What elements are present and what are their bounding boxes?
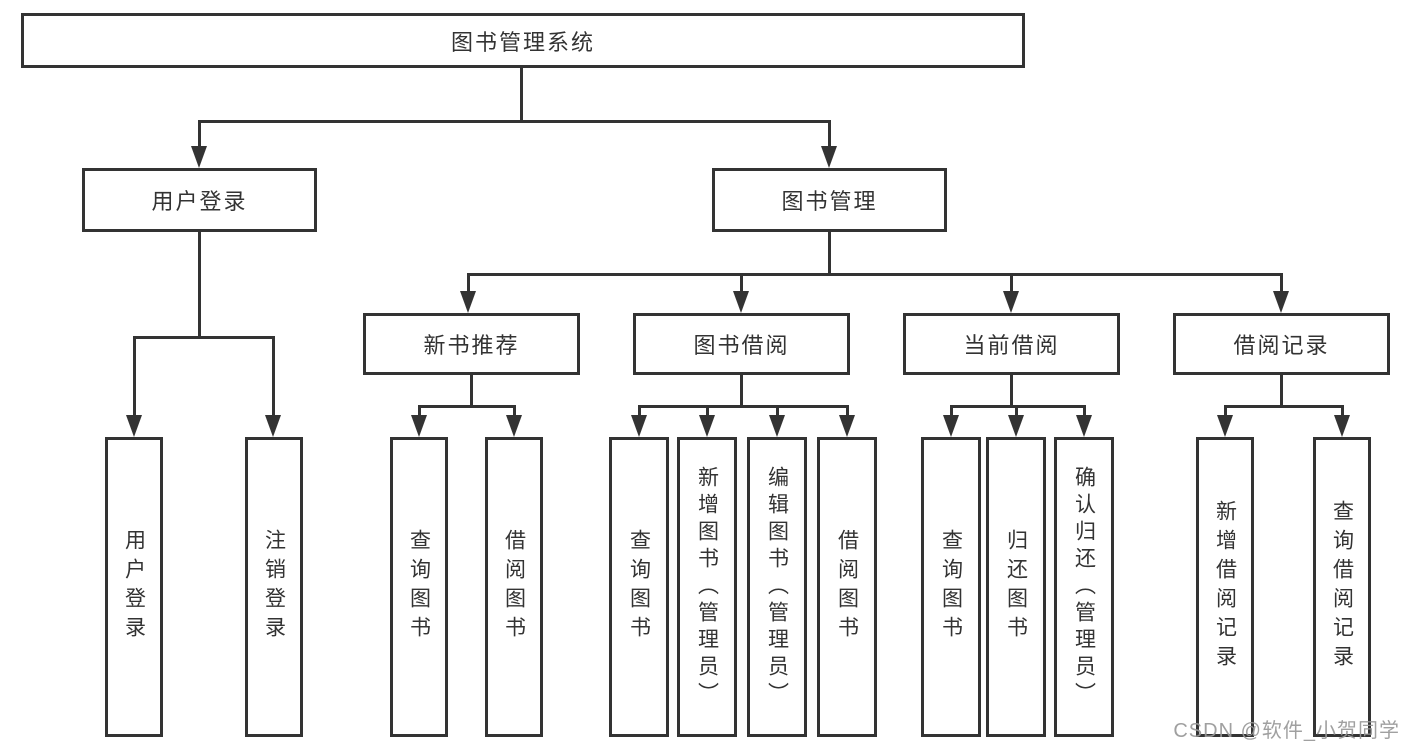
arrow-down-icon (821, 146, 837, 168)
arrow-down-icon (1217, 415, 1233, 437)
connector-line (1340, 405, 1344, 420)
arrow-down-icon (631, 415, 647, 437)
node-user-login: 用户登录 (82, 168, 317, 232)
connector-line (775, 405, 779, 420)
node-new-book-recommend-label: 新书推荐 (423, 333, 520, 358)
node-new-book-recommend: 新书推荐 (363, 313, 580, 375)
connector-line (132, 336, 136, 420)
connector-line (520, 66, 523, 123)
connector-line (739, 373, 743, 408)
leaf-newbooks-query-books: 查询图书 (390, 437, 448, 737)
node-root: 图书管理系统 (21, 13, 1025, 68)
csdn-watermark: CSDN @软件_小贺同学 (1173, 720, 1400, 742)
leaf-newbooks-borrow-books: 借阅图书 (485, 437, 543, 737)
node-borrow-records-label: 借阅记录 (1233, 333, 1330, 358)
leaf-return-books: 归还图书 (986, 437, 1046, 737)
leaf-confirm-return-admin: 确认归还（管理员） (1054, 437, 1114, 737)
leaf-user-login: 用户登录 (105, 437, 163, 737)
arrow-down-icon (1076, 415, 1092, 437)
leaf-query-borrow-record: 查询借阅记录 (1313, 437, 1371, 737)
connector-line (466, 273, 470, 297)
leaf-current-query-books-label: 查询图书 (939, 529, 963, 645)
node-book-management-label: 图书管理 (781, 189, 878, 214)
leaf-newbooks-query-books-label: 查询图书 (407, 529, 431, 645)
connector-line (132, 336, 275, 339)
arrow-down-icon (1273, 291, 1289, 313)
leaf-add-books-admin: 新增图书（管理员） (677, 437, 737, 737)
leaf-return-books-label: 归还图书 (1004, 529, 1028, 645)
arrow-down-icon (191, 146, 207, 168)
leaf-add-borrow-record: 新增借阅记录 (1196, 437, 1254, 737)
connector-line (845, 405, 849, 420)
leaf-current-query-books: 查询图书 (921, 437, 981, 737)
connector-line (466, 273, 1283, 276)
leaf-add-borrow-record-label: 新增借阅记录 (1213, 500, 1237, 674)
connector-line (1223, 405, 1227, 420)
node-current-borrow-label: 当前借阅 (963, 333, 1060, 358)
arrow-down-icon (460, 291, 476, 313)
leaf-newbooks-borrow-books-label: 借阅图书 (502, 529, 526, 645)
connector-line (469, 373, 473, 408)
connector-line (197, 120, 201, 152)
connector-line (705, 405, 709, 420)
connector-line (949, 405, 1086, 408)
arrow-down-icon (1003, 291, 1019, 313)
connector-line (1279, 373, 1283, 408)
connector-line (197, 229, 201, 339)
arrow-down-icon (1334, 415, 1350, 437)
node-user-login-label: 用户登录 (151, 189, 248, 214)
arrow-down-icon (943, 415, 959, 437)
leaf-query-borrow-record-label: 查询借阅记录 (1330, 500, 1354, 674)
arrow-down-icon (733, 291, 749, 313)
connector-line (827, 229, 831, 276)
arrow-down-icon (506, 415, 522, 437)
connector-line (1009, 373, 1013, 408)
leaf-add-books-admin-label: 新增图书（管理员） (695, 465, 719, 709)
connector-line (271, 336, 275, 420)
node-current-borrow: 当前借阅 (903, 313, 1120, 375)
connector-line (417, 405, 516, 408)
leaf-borrow-query-books-label: 查询图书 (627, 529, 651, 645)
leaf-logout-label: 注销登录 (262, 529, 286, 645)
arrow-down-icon (411, 415, 427, 437)
node-root-label: 图书管理系统 (450, 29, 595, 55)
connector-line (197, 120, 831, 123)
leaf-borrow-books-label: 借阅图书 (835, 529, 859, 645)
leaf-edit-books-admin: 编辑图书（管理员） (747, 437, 807, 737)
connector-line (637, 405, 849, 408)
connector-line (417, 405, 421, 420)
connector-line (1082, 405, 1086, 420)
leaf-borrow-books: 借阅图书 (817, 437, 877, 737)
leaf-user-login-label: 用户登录 (122, 529, 146, 645)
node-book-borrow-label: 图书借阅 (693, 333, 790, 358)
leaf-borrow-query-books: 查询图书 (609, 437, 669, 737)
leaf-edit-books-admin-label: 编辑图书（管理员） (765, 465, 789, 709)
arrow-down-icon (769, 415, 785, 437)
arrow-down-icon (126, 415, 142, 437)
node-book-management: 图书管理 (712, 168, 947, 232)
leaf-confirm-return-admin-label: 确认归还（管理员） (1072, 465, 1096, 709)
connector-line (1014, 405, 1018, 420)
connector-line (1279, 273, 1283, 297)
node-borrow-records: 借阅记录 (1173, 313, 1390, 375)
leaf-logout: 注销登录 (245, 437, 303, 737)
connector-line (827, 120, 831, 152)
connector-line (1223, 405, 1344, 408)
connector-line (637, 405, 641, 420)
connector-line (512, 405, 516, 420)
arrow-down-icon (839, 415, 855, 437)
node-book-borrow: 图书借阅 (633, 313, 850, 375)
connector-line (1009, 273, 1013, 297)
arrow-down-icon (265, 415, 281, 437)
connector-line (739, 273, 743, 297)
arrow-down-icon (699, 415, 715, 437)
connector-line (949, 405, 953, 420)
arrow-down-icon (1008, 415, 1024, 437)
